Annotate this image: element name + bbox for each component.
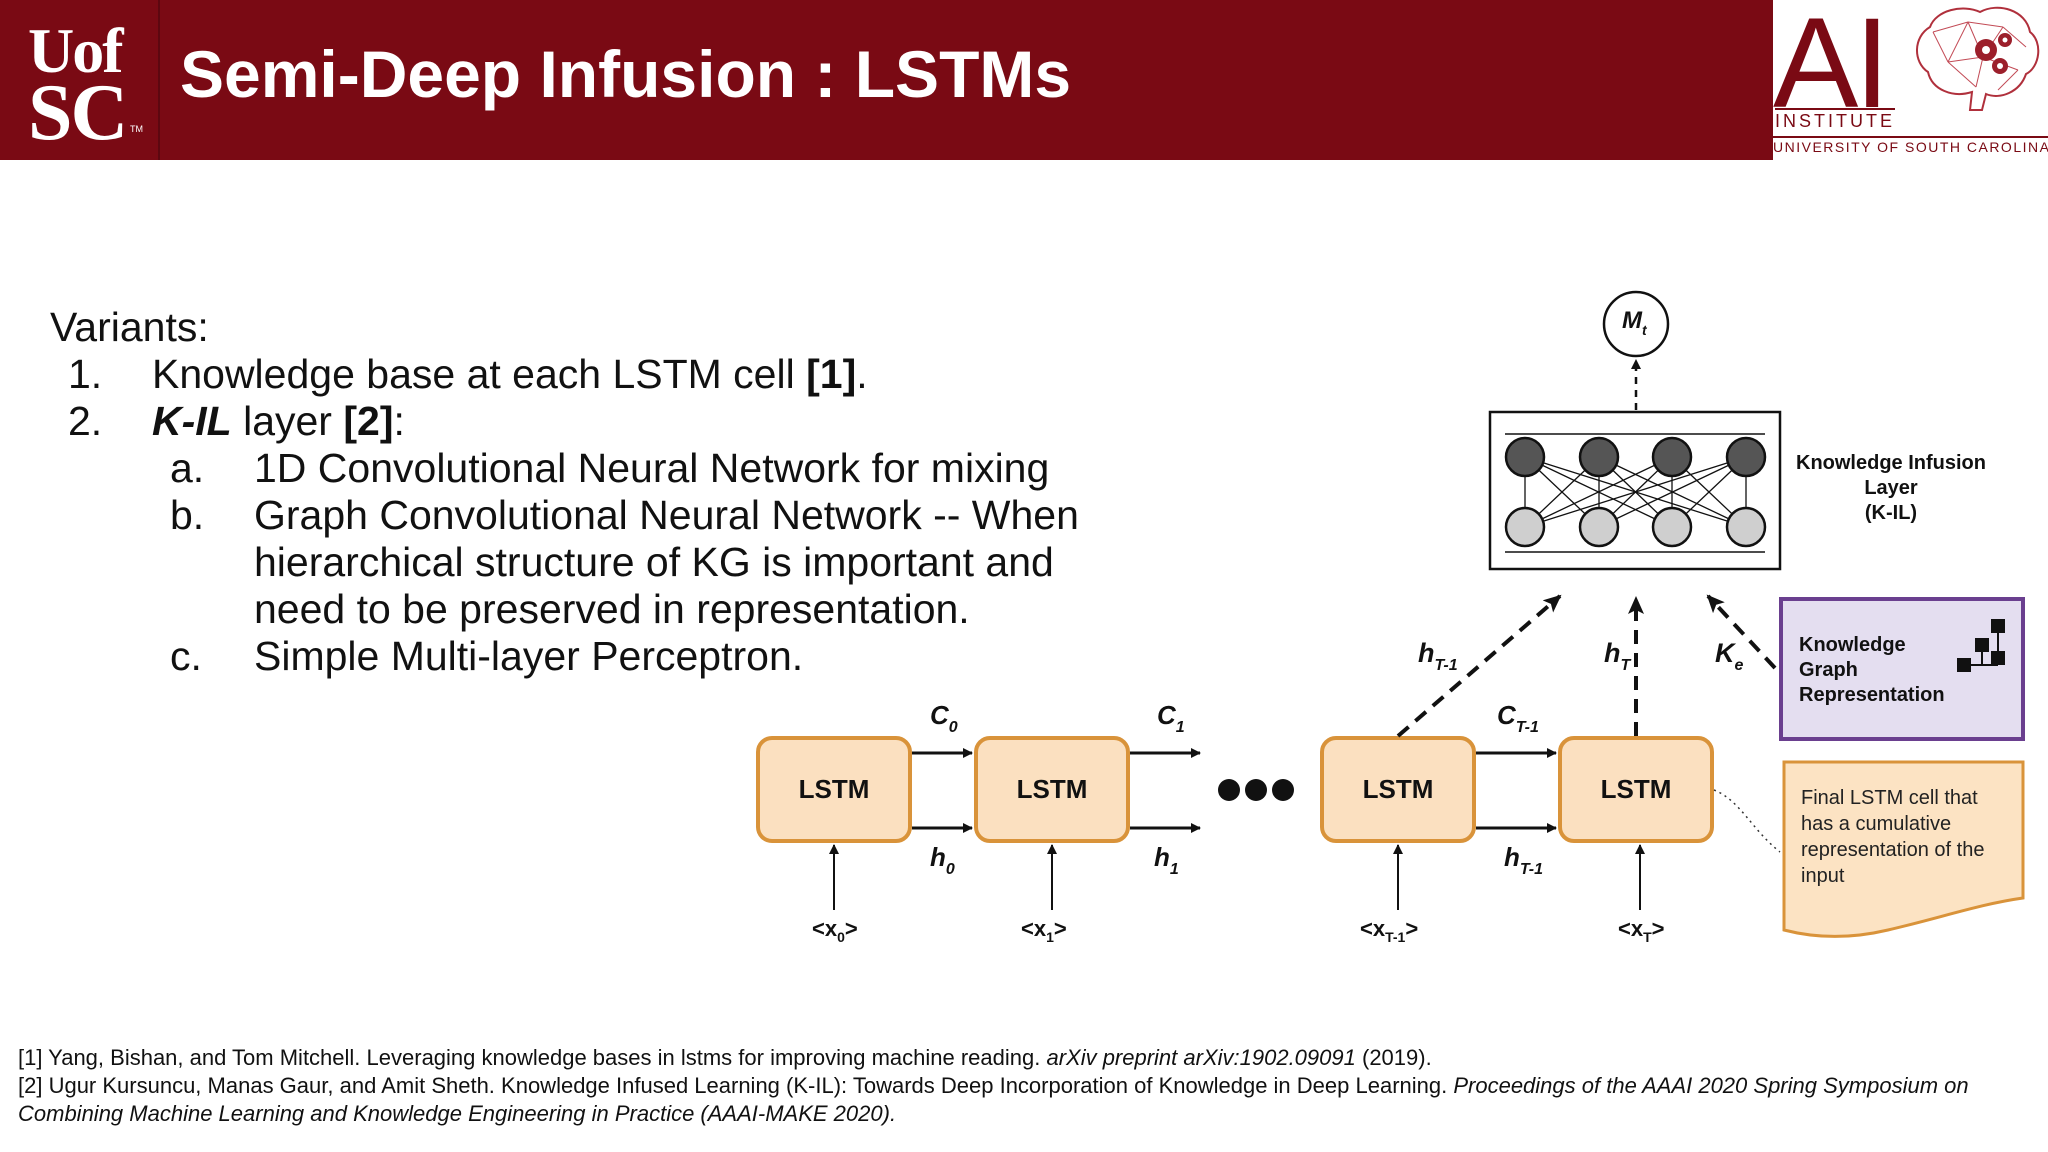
brain-gear-icon <box>1916 6 2040 111</box>
hT-1-label: hT-1 <box>1504 842 1543 878</box>
subitem-b-line1: Graph Convolutional Neural Network -- Wh… <box>254 492 1079 538</box>
note-line3: representation of the <box>1801 839 1984 861</box>
kil-label-line3: (K-IL) <box>1865 502 1917 524</box>
lstm-cell-3-label: LSTM <box>1601 774 1672 804</box>
subitem-c-letter: c. <box>170 633 202 679</box>
ai-logo-university: UNIVERSITY OF SOUTH CAROLINA <box>1773 136 2048 155</box>
svg-text:Mt: Mt <box>1622 307 1648 338</box>
item-2: K-IL layer [2]: <box>152 398 405 445</box>
lstm-cell-0: LSTM <box>756 736 912 843</box>
mt-node: Mt <box>1602 290 1670 358</box>
kil-label-line2: Layer <box>1864 477 1918 499</box>
item-2-text: layer <box>231 398 344 444</box>
citations: [1] Yang, Bishan, and Tom Mitchell. Leve… <box>18 1044 1969 1128</box>
up-label-Ke: Ke <box>1715 638 1744 674</box>
item-2-em: K-IL <box>152 398 232 444</box>
lstm-cell-2-label: LSTM <box>1363 774 1434 804</box>
kil-box <box>1488 410 1782 571</box>
subitem-c-line1: Simple Multi-layer Perceptron. <box>254 633 804 679</box>
subitem-b-line3: need to be preserved in representation. <box>254 586 970 632</box>
h1-label: h1 <box>1154 842 1179 878</box>
item-2-number: 2. <box>68 398 103 444</box>
logo-line2: SC <box>28 69 128 157</box>
kg-box-line2: Graph <box>1799 659 1858 681</box>
input-xT-1: <xT-1> <box>1360 916 1418 945</box>
ai-logo-institute: INSTITUTE <box>1775 108 1895 132</box>
ai-logo-letters: AI <box>1773 0 1890 135</box>
subitem-a-line1: 1D Convolutional Neural Network for mixi… <box>254 445 1050 491</box>
logo-tm: TM <box>130 124 143 134</box>
c1-label: C1 <box>1157 700 1185 736</box>
lstm-cell-3: LSTM <box>1558 736 1714 843</box>
ai-institute-logo: AI INSTITUTE UNIVERSITY OF SOUTH CAROLIN… <box>1773 0 2048 160</box>
note-line2: has a cumulative <box>1801 813 1951 835</box>
item-1-text: Knowledge base at each LSTM cell <box>152 351 807 397</box>
lstm-cell-2: LSTM <box>1320 736 1476 843</box>
citation-2: [2] Ugur Kursuncu, Manas Gaur, and Amit … <box>18 1073 1969 1098</box>
header-bar: Uof SC TM Semi-Deep Infusion : LSTMs <box>0 0 1773 160</box>
up-label-hT-1: hT-1 <box>1418 638 1458 674</box>
item-1: Knowledge base at each LSTM cell [1]. <box>152 351 868 398</box>
kil-label-line1: Knowledge Infusion <box>1796 452 1986 474</box>
kg-box-line1: Knowledge <box>1799 634 1906 656</box>
lstm-cell-1-label: LSTM <box>1017 774 1088 804</box>
c0-label: C0 <box>930 700 958 736</box>
note-line1: Final LSTM cell that <box>1801 787 1978 809</box>
item-1-number: 1. <box>68 351 103 397</box>
item-2-ref: [2] <box>343 398 394 444</box>
subitem-b-line2: hierarchical structure of KG is importan… <box>254 539 1054 585</box>
lstm-cell-0-label: LSTM <box>799 774 870 804</box>
subitem-a-letter: a. <box>170 445 205 491</box>
upward-arrows <box>1396 594 1777 738</box>
variants-heading: Variants: <box>50 304 209 350</box>
note-connector <box>1713 789 1781 853</box>
citation-1: [1] Yang, Bishan, and Tom Mitchell. Leve… <box>18 1045 1432 1070</box>
input-x1: <x1> <box>1021 916 1067 945</box>
note-line4: input <box>1801 865 1845 887</box>
input-arrows <box>829 844 1645 910</box>
kg-box-line3: Representation <box>1799 684 1945 706</box>
final-cell-note: Final LSTM cell that has a cumulative re… <box>1782 760 2025 938</box>
uofsc-logo: Uof SC TM <box>0 0 160 160</box>
cell-state-arrows <box>912 748 1557 833</box>
hierarchy-icon <box>1957 619 2005 672</box>
h0-label: h0 <box>930 842 955 878</box>
input-xT: <xT> <box>1618 916 1665 945</box>
input-x0: <x0> <box>812 916 858 945</box>
ellipsis-dots <box>1218 779 1294 801</box>
cT-1-label: CT-1 <box>1497 700 1539 736</box>
subitem-b-letter: b. <box>170 492 205 538</box>
citation-2-cont: Combining Machine Learning and Knowledge… <box>18 1101 897 1126</box>
up-label-hT: hT <box>1604 638 1632 674</box>
logo-line1: Uof <box>28 15 124 86</box>
item-1-ref: [1] <box>806 351 857 397</box>
item-2-tail: : <box>393 398 405 444</box>
lstm-cell-1: LSTM <box>974 736 1130 843</box>
item-1-tail: . <box>856 351 868 397</box>
lstm-kil-diagram: LSTM LSTM LSTM LSTM C0 C1 CT-1 h0 h1 hT-… <box>756 290 2025 945</box>
kg-box: Knowledge Graph Representation <box>1779 597 2025 741</box>
slide-title: Semi-Deep Infusion : LSTMs <box>180 37 1072 111</box>
